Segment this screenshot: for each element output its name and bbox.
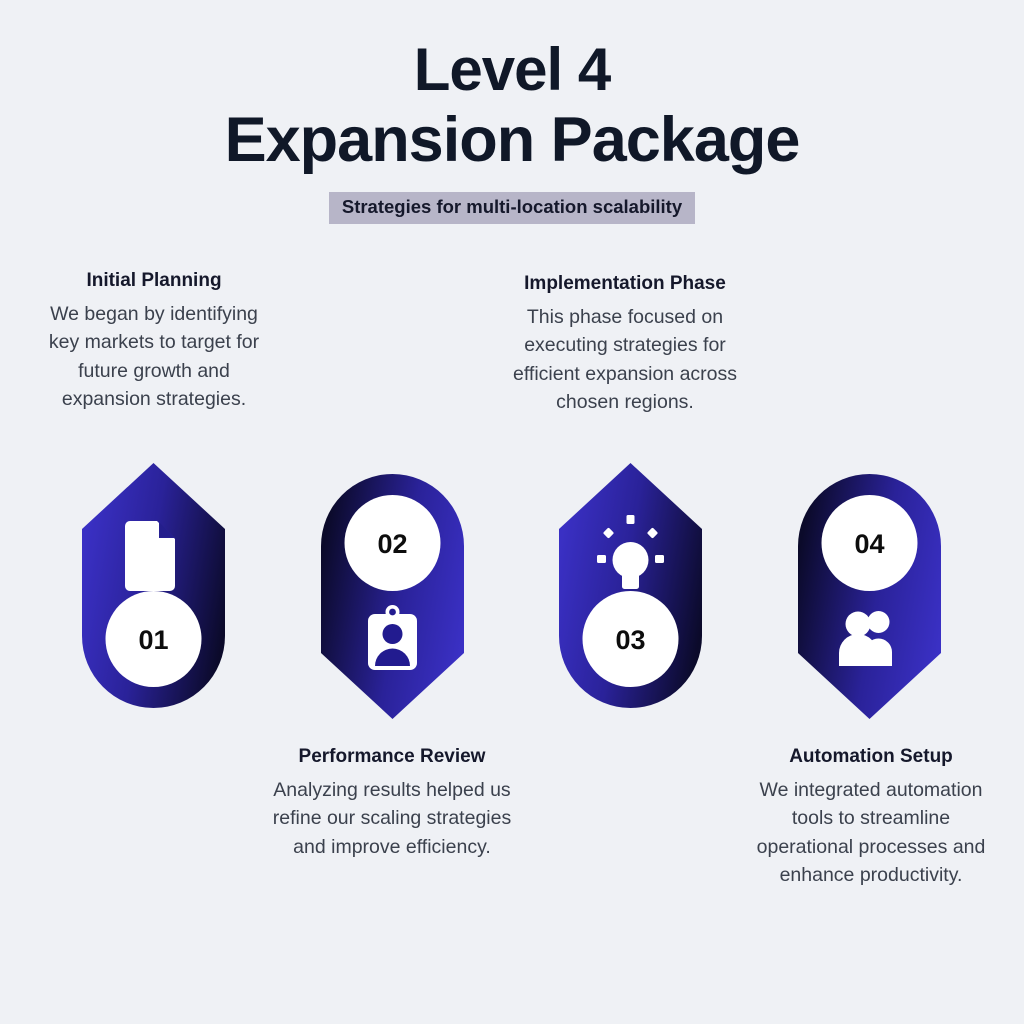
page-title: Level 4 Expansion Package <box>0 34 1024 176</box>
document-icon <box>125 521 175 591</box>
lightbulb-icon <box>597 515 664 589</box>
step-marker-1[interactable]: 01 <box>82 463 225 708</box>
step-badge-circle-2 <box>344 495 441 591</box>
step-marker-4[interactable]: 04 <box>798 474 941 719</box>
title-line-1: Level 4 <box>413 36 611 103</box>
step-heading-2: Performance Review <box>298 746 486 767</box>
people-icon <box>839 611 892 666</box>
step-badge-number-3: 03 <box>615 625 645 655</box>
step-text-block-2: Performance Review Analyzing results hel… <box>271 744 513 861</box>
step-badge-circle-3 <box>582 591 679 687</box>
step-heading-3: Implementation Phase <box>524 273 726 294</box>
title-line-2: Expansion Package <box>224 105 801 175</box>
step-body-4: We integrated automation tools to stream… <box>756 779 986 887</box>
step-badge-number-4: 04 <box>854 529 884 559</box>
subtitle-banner: Strategies for multi-location scalabilit… <box>328 192 696 224</box>
step-body-2: Analyzing results helped us refine our s… <box>272 779 512 858</box>
step-text-block-3: Implementation Phase This phase focused … <box>500 271 750 417</box>
step-badge-number-1: 01 <box>138 625 168 655</box>
id-badge-icon <box>368 605 417 670</box>
subtitle-container: Strategies for multi-location scalabilit… <box>0 192 1024 224</box>
step-marker-3[interactable]: 03 <box>559 463 702 708</box>
step-body-1: We began by identifying key markets to t… <box>48 303 260 411</box>
step-heading-1: Initial Planning <box>86 270 222 291</box>
step-badge-circle-4 <box>821 495 918 591</box>
step-text-block-1: Initial Planning We began by identifying… <box>34 268 274 414</box>
step-badge-number-2: 02 <box>377 529 407 559</box>
step-marker-2[interactable]: 02 <box>321 474 464 719</box>
step-badge-circle-1 <box>105 591 202 687</box>
step-text-block-4: Automation Setup We integrated automatio… <box>742 744 1000 890</box>
step-body-3: This phase focused on executing strategi… <box>512 306 738 414</box>
step-heading-4: Automation Setup <box>789 746 953 767</box>
